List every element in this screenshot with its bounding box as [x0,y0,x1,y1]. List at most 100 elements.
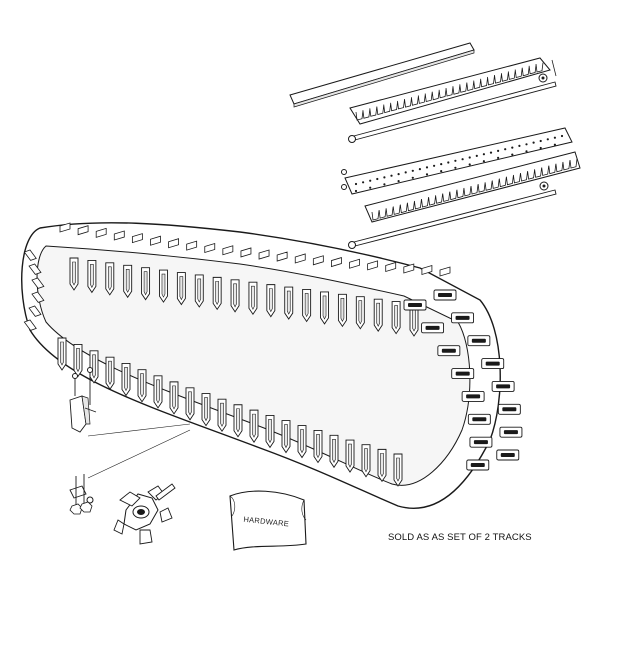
lug-part [281,420,291,453]
strip-hole [425,166,429,169]
lug-part [393,453,403,487]
lug-part [377,448,387,482]
lug-part [248,281,258,315]
strip-hole [553,143,557,146]
strip-hole [354,182,358,186]
strip-hole [482,153,485,156]
lug-part [141,267,151,301]
strip-hole [369,179,372,182]
wear-strip-middle [341,127,573,195]
slider-rail-lower [364,151,581,223]
strip-hole [482,160,485,163]
lug-part [153,375,163,409]
pad-part [437,345,461,357]
strip-hole [411,176,414,179]
strip-hole [489,151,493,154]
lug-part [105,262,115,296]
strip-hole [362,181,365,184]
lug-part [337,293,347,327]
clip-bracket-assembly [69,367,191,437]
pad-part [467,413,491,425]
lug-part [302,289,312,322]
lug-part [249,409,259,443]
lug-part [87,259,97,293]
lug-part [201,393,211,427]
strip-hole [475,154,478,157]
pad-part [467,335,491,347]
lug-part [137,369,147,403]
lug-part [329,434,339,468]
strip-hole [468,156,471,159]
strip-hole [440,170,443,173]
wear-strip-top [289,42,475,108]
strip-hole [404,171,407,174]
lug-part [212,276,222,310]
lug-part [361,444,371,478]
lug-part [169,381,179,415]
strip-hole [397,180,400,183]
strip-hole [425,173,429,176]
strip-hole [546,138,549,141]
lug-part [176,272,186,305]
pad-part [403,299,427,311]
strip-hole [497,149,500,152]
strip-hole [553,136,557,139]
strip-hole [461,158,464,161]
lug-part [265,414,275,448]
lug-part [233,404,243,438]
lug-part [185,387,195,421]
strip-hole [390,174,393,177]
strip-hole [433,164,436,167]
star-idler-wheel [113,483,176,545]
lug-part [194,274,204,308]
strip-hole [383,183,386,186]
pad-part [496,449,520,461]
lug-part [391,301,401,335]
strip-hole [525,143,528,146]
lug-part [105,356,115,390]
pad-part [461,390,485,402]
set-caption: SOLD AS AS SET OF 2 TRACKS [388,532,532,543]
strip-hole [539,139,542,143]
strip-hole [532,141,535,144]
strip-hole [411,169,414,172]
strip-hole [504,148,507,151]
lug-part [159,269,168,303]
strip-hole [397,173,400,176]
bolt-nut-set [69,429,191,515]
strip-hole [518,144,521,147]
strip-hole [468,163,471,166]
pad-part [497,403,521,415]
lug-part [266,284,276,318]
cleat-part [439,266,451,277]
strip-hole [369,186,372,189]
pad-part [481,358,505,370]
pad-part [433,289,457,301]
lug-part [121,363,131,396]
slider-rail-upper [349,57,557,125]
strip-hole [560,134,564,138]
pad-part [421,322,445,334]
strip-hole [447,161,450,164]
axle-rod-lower [348,189,557,249]
axle-rod-upper [348,81,557,143]
pad-part [499,426,523,438]
pad-part [469,436,493,448]
lug-part [355,296,365,330]
lug-part [217,398,227,432]
lug-part [230,279,240,313]
pad-part [451,312,475,324]
lug-part [69,257,79,291]
strip-hole [511,153,514,156]
strip-hole [418,168,421,171]
rubber-track [21,222,523,509]
strip-hole [525,150,528,153]
strip-hole [454,159,457,162]
lug-part [73,343,83,377]
strip-hole [454,166,457,169]
pad-part [491,380,515,392]
strip-hole [511,146,514,149]
strip-hole [440,163,443,166]
